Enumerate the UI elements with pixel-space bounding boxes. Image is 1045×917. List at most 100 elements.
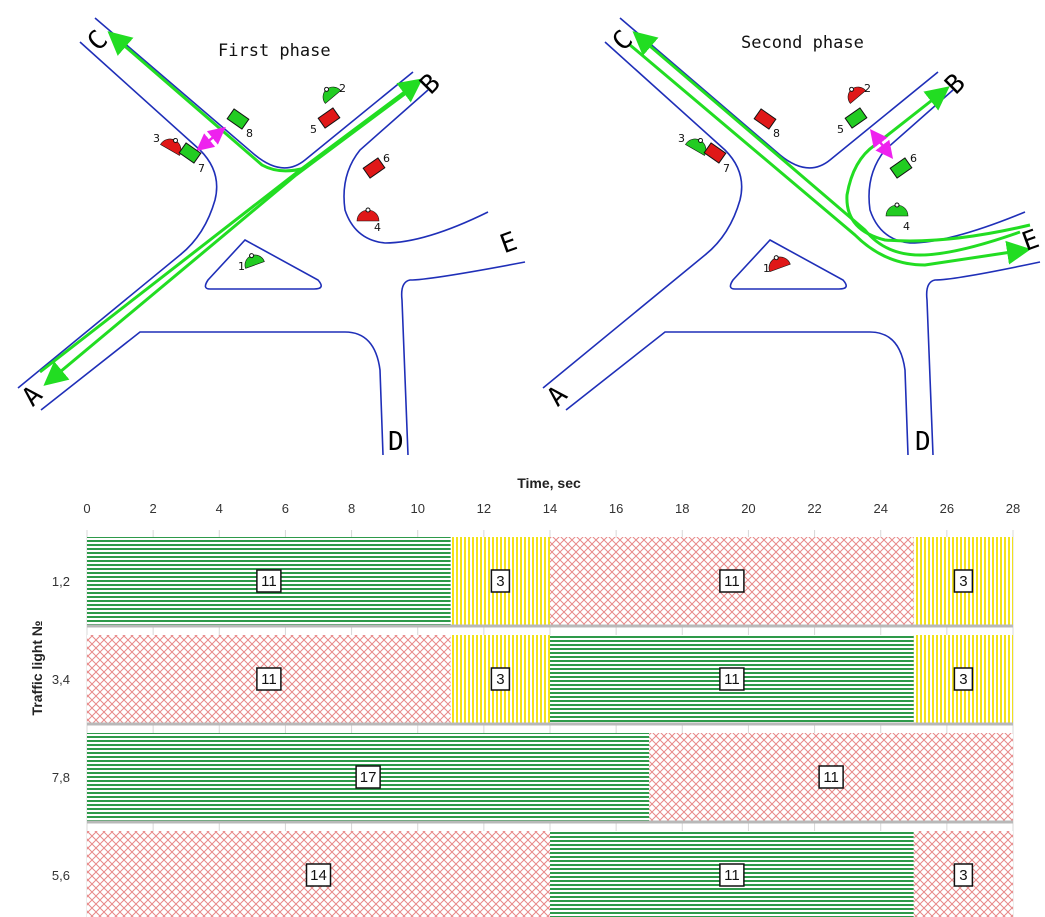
duration-box (719, 863, 745, 887)
phase2-diagram: Second phase 1 2 (541, 17, 1043, 457)
x-tick-label: 8 (348, 501, 355, 516)
light-number: 6 (383, 152, 390, 165)
duration-box (719, 569, 745, 593)
duration-box (719, 667, 745, 691)
road-edge (542, 41, 743, 389)
road-label-b: B (939, 68, 971, 100)
signal-box-7-icon (178, 142, 202, 164)
light-number: 1 (763, 262, 770, 275)
traffic-light-2-icon (322, 86, 342, 104)
x-tick-label: 26 (940, 501, 954, 516)
x-tick-label: 0 (83, 501, 90, 516)
road-edge (925, 261, 1041, 456)
light-number: 4 (903, 220, 910, 233)
road-edge (868, 89, 1026, 244)
light-number: 2 (339, 82, 346, 95)
duration-box (953, 569, 974, 593)
phase1-lights: 1 2 3 4 5 6 (153, 82, 390, 273)
light-number: 4 (374, 221, 381, 234)
route-e-to-b (845, 86, 1031, 243)
phase1-roads (17, 17, 526, 456)
duration-label: 3 (959, 573, 967, 590)
signal-box-5-icon (317, 107, 341, 129)
x-axis-title: Time, sec (517, 475, 581, 491)
traffic-light-3-icon (685, 137, 707, 156)
signal-box-7-icon (703, 142, 727, 164)
traffic-light-2-icon (847, 86, 867, 104)
light-number: 6 (910, 152, 917, 165)
row-label: 1,2 (52, 574, 70, 589)
x-tick-label: 20 (741, 501, 755, 516)
duration-box (256, 569, 282, 593)
duration-box (953, 667, 974, 691)
island (204, 238, 322, 290)
x-tick-label: 14 (543, 501, 557, 516)
duration-label: 14 (310, 867, 327, 884)
duration-label: 3 (496, 671, 504, 688)
light-number: 8 (246, 127, 253, 140)
signal-box-8-icon (226, 108, 250, 130)
duration-label: 11 (724, 671, 740, 688)
duration-box (490, 667, 511, 691)
signal-box-5-icon (844, 107, 868, 129)
phase1-routes (39, 31, 423, 386)
traffic-light-1-icon (768, 255, 791, 273)
road-edge (343, 89, 489, 244)
x-tick-label: 18 (675, 501, 689, 516)
phase2-title: Second phase (741, 33, 864, 53)
island (729, 238, 847, 290)
traffic-light-4-icon (885, 202, 909, 217)
road-label-b: B (414, 68, 446, 100)
route-c-to-e (629, 43, 1031, 267)
duration-box (490, 569, 511, 593)
road-edge (94, 17, 414, 169)
x-tick-label: 28 (1006, 501, 1020, 516)
route-e-to-c (632, 31, 1021, 257)
signal-timing-chart: Time, sec Traffic light № 0 2 4 6 8 10 12 14 16 1… (29, 475, 1020, 917)
signal-box-6-icon (362, 157, 386, 179)
road-label-e: E (1018, 224, 1043, 258)
light-number: 3 (153, 132, 160, 145)
duration-box (256, 667, 282, 691)
x-tick-label: 2 (150, 501, 157, 516)
y-axis-title: Traffic light № (29, 621, 45, 716)
phase2-roads (542, 17, 1041, 456)
road-edge (17, 41, 218, 389)
x-tick-label: 10 (410, 501, 424, 516)
pedestrian-crossing-arrow (869, 129, 894, 159)
x-tick-label: 6 (282, 501, 289, 516)
phase2-routes (629, 31, 1031, 267)
duration-label: 11 (823, 769, 839, 786)
phase2-lights: 1 2 3 4 5 6 (678, 82, 917, 275)
duration-label: 11 (261, 573, 277, 590)
road-label-d: D (388, 427, 404, 457)
duration-box (305, 863, 332, 887)
x-tick-label: 12 (477, 501, 491, 516)
row-label: 3,4 (52, 672, 70, 687)
duration-box (818, 765, 844, 789)
light-number: 5 (310, 123, 317, 136)
duration-label: 11 (724, 867, 740, 884)
duration-label: 3 (959, 867, 967, 884)
light-number: 8 (773, 127, 780, 140)
light-number: 7 (723, 162, 730, 175)
traffic-light-4-icon (356, 207, 380, 222)
light-number: 5 (837, 123, 844, 136)
row-label: 7,8 (52, 770, 70, 785)
x-tick-label: 22 (807, 501, 821, 516)
light-number: 1 (238, 260, 245, 273)
road-label-e: E (496, 227, 521, 261)
duration-label: 17 (360, 769, 377, 786)
x-tick-label: 16 (609, 501, 623, 516)
duration-label: 11 (261, 671, 277, 688)
road-edge (565, 331, 909, 456)
x-tick-label: 4 (216, 501, 223, 516)
route-b-to-c (107, 31, 306, 173)
phase1-diagram: First phase 1 (16, 17, 526, 457)
duration-label: 3 (959, 671, 967, 688)
phase1-title: First phase (218, 41, 331, 61)
light-number: 3 (678, 132, 685, 145)
